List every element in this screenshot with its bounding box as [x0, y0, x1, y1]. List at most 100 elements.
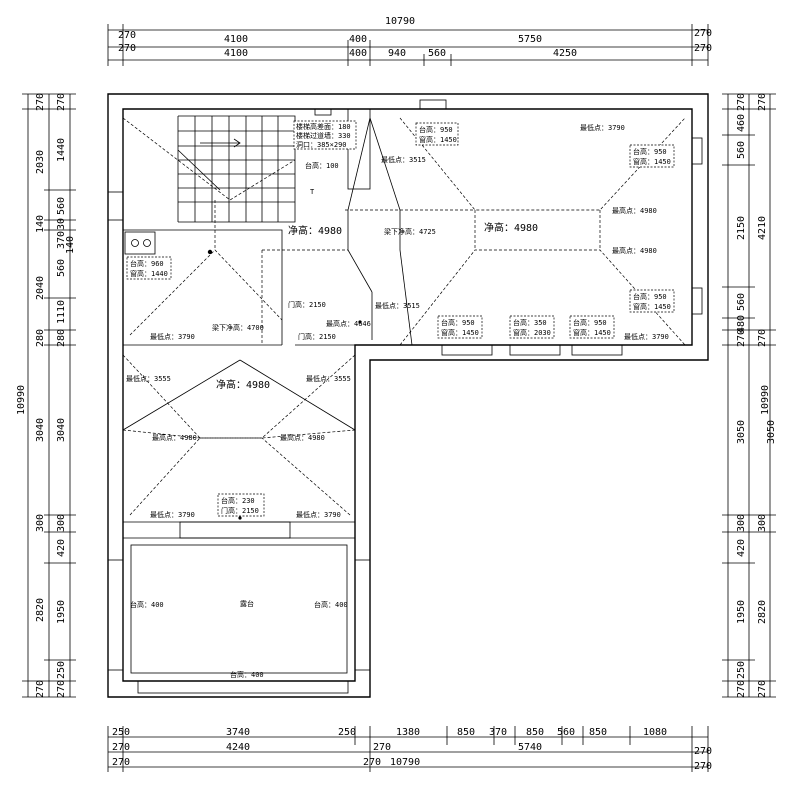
- left-r1-8: 2820: [35, 598, 46, 622]
- left-r1-4: 2040: [35, 276, 46, 300]
- stove-icon: [124, 231, 156, 255]
- stairs: [177, 115, 296, 223]
- left-r2-1: 270: [56, 93, 67, 111]
- window-top-sill: 台高：950: [419, 125, 453, 134]
- bottom-r1-6: 370: [489, 727, 507, 738]
- window-bottom2-head: 窗高：2030: [513, 328, 551, 337]
- right-r1-12: 250: [736, 661, 747, 679]
- right-r2-6: 2820: [757, 600, 768, 624]
- bottom-r1-9: 850: [589, 727, 607, 738]
- stair-note-2: 楼梯过道墙：330: [296, 131, 351, 140]
- low-3515-a: 最低点：3515: [381, 155, 426, 164]
- window-kitchen-sill: 台高：960: [130, 259, 164, 268]
- net-height-1: 净高：4980: [288, 224, 342, 237]
- top-r2-e: 560: [428, 48, 446, 59]
- top-r1-d: 5750: [518, 34, 542, 45]
- right-r1-11: 1950: [736, 600, 747, 624]
- bottom-r3-2: 270: [363, 757, 381, 768]
- right-r1-9: 300: [736, 514, 747, 532]
- high-4980-c: 最高点：4980: [152, 433, 197, 442]
- right-r1-5: 560: [736, 293, 747, 311]
- window-right1-head: 窗高：1450: [633, 157, 671, 166]
- left-r2-12: 420: [56, 539, 67, 557]
- top-r2-b: 4100: [224, 48, 248, 59]
- top-r2-a: 270: [118, 43, 136, 54]
- left-r2-6: 140: [65, 236, 76, 254]
- top-dimensions: 10790 270 4100 400 5750 270 270 4100 400…: [107, 16, 712, 66]
- window-right2-head: 窗高：1450: [633, 302, 671, 311]
- stair-sill: 台高：100: [305, 161, 339, 170]
- left-r2-14: 250: [56, 661, 67, 679]
- bottom-r1-5: 850: [457, 727, 475, 738]
- top-total: 10790: [385, 16, 415, 27]
- left-dimensions: 10990 270 2030 140 2040 280 3040 300 282…: [16, 93, 76, 698]
- top-r2-g: 270: [694, 43, 712, 54]
- left-r2-3: 560: [56, 197, 67, 215]
- bottom-r2-5: 270: [694, 746, 712, 757]
- svg-text:T: T: [310, 188, 315, 196]
- low-3555-b: 最低点：3555: [306, 374, 351, 383]
- door-mid-head: 门高：2150: [221, 506, 259, 515]
- right-r1-2: 460: [736, 114, 747, 132]
- left-r1-5: 280: [35, 329, 46, 347]
- left-r2-8: 1110: [56, 300, 67, 324]
- beam-under-1: 梁下净高：4725: [384, 227, 436, 236]
- right-r2-4: 3050: [766, 420, 777, 444]
- bottom-r2-2: 4240: [226, 742, 250, 753]
- bottom-r3-3: 10790: [390, 757, 420, 768]
- low-3790-b: 最低点：3790: [150, 332, 195, 341]
- left-r1-2: 2030: [35, 150, 46, 174]
- window-bottom3-sill: 台高：950: [573, 318, 607, 327]
- balcony-sill-right: 台高：400: [314, 600, 348, 609]
- left-r1-3: 140: [35, 215, 46, 233]
- right-r1-4: 2150: [736, 216, 747, 240]
- right-total: 10990: [760, 385, 771, 415]
- left-r2-15: 270: [56, 680, 67, 698]
- stair-note-3: 洞口：385×290: [296, 140, 347, 149]
- top-r1-c: 400: [349, 34, 367, 45]
- left-r1-7: 300: [35, 514, 46, 532]
- bottom-r2-3: 270: [373, 742, 391, 753]
- window-kitchen-head: 窗高：1440: [130, 269, 168, 278]
- bottom-r1-8: 560: [557, 727, 575, 738]
- left-r2-5: 370: [56, 231, 67, 249]
- door-2150-b: 门高：2150: [298, 332, 336, 341]
- left-r2-13: 1950: [56, 600, 67, 624]
- high-4646: 最高点：4646: [326, 319, 371, 328]
- bottom-r1-4: 1380: [396, 727, 420, 738]
- bottom-r2-1: 270: [112, 742, 130, 753]
- low-3515-b: 最低点：3515: [375, 301, 420, 310]
- left-r2-4: 30: [56, 218, 67, 230]
- door-2150-a: 门高：2150: [288, 300, 326, 309]
- top-r2-f: 4250: [553, 48, 577, 59]
- walls: [107, 93, 709, 698]
- high-4980-d: 最高点：4980: [280, 433, 325, 442]
- left-total: 10990: [16, 385, 27, 415]
- left-r2-10: 3040: [56, 418, 67, 442]
- window-top-head: 窗高：1450: [419, 135, 457, 144]
- bottom-dimensions: 250 3740 250 1380 850 370 850 560 850 10…: [107, 726, 712, 772]
- top-r2-c: 400: [349, 48, 367, 59]
- bottom-r1-10: 1080: [643, 727, 667, 738]
- top-r1-b: 4100: [224, 34, 248, 45]
- low-3790-c: 最低点：3790: [624, 332, 669, 341]
- door-mid-sill: 台高：230: [221, 496, 255, 505]
- low-3790-e: 最低点：3790: [296, 510, 341, 519]
- left-r2-9: 280: [56, 329, 67, 347]
- high-4980-a: 最高点：4980: [612, 206, 657, 215]
- left-r1-6: 3040: [35, 418, 46, 442]
- bottom-r3-4: 270: [694, 761, 712, 772]
- right-r2-3: 270: [757, 329, 768, 347]
- right-r1-8: 3050: [736, 420, 747, 444]
- right-r1-1: 270: [736, 93, 747, 111]
- window-right1-sill: 台高：950: [633, 147, 667, 156]
- balcony-sill-left: 台高：400: [130, 600, 164, 609]
- low-3790-d: 最低点：3790: [150, 510, 195, 519]
- window-bottom1-sill: 台高：950: [441, 318, 475, 327]
- left-r2-2: 1440: [56, 138, 67, 162]
- bottom-r1-7: 850: [526, 727, 544, 738]
- right-r2-7: 270: [757, 680, 768, 698]
- right-r1-6: 480: [736, 315, 747, 333]
- window-bottom1-head: 窗高：1450: [441, 328, 479, 337]
